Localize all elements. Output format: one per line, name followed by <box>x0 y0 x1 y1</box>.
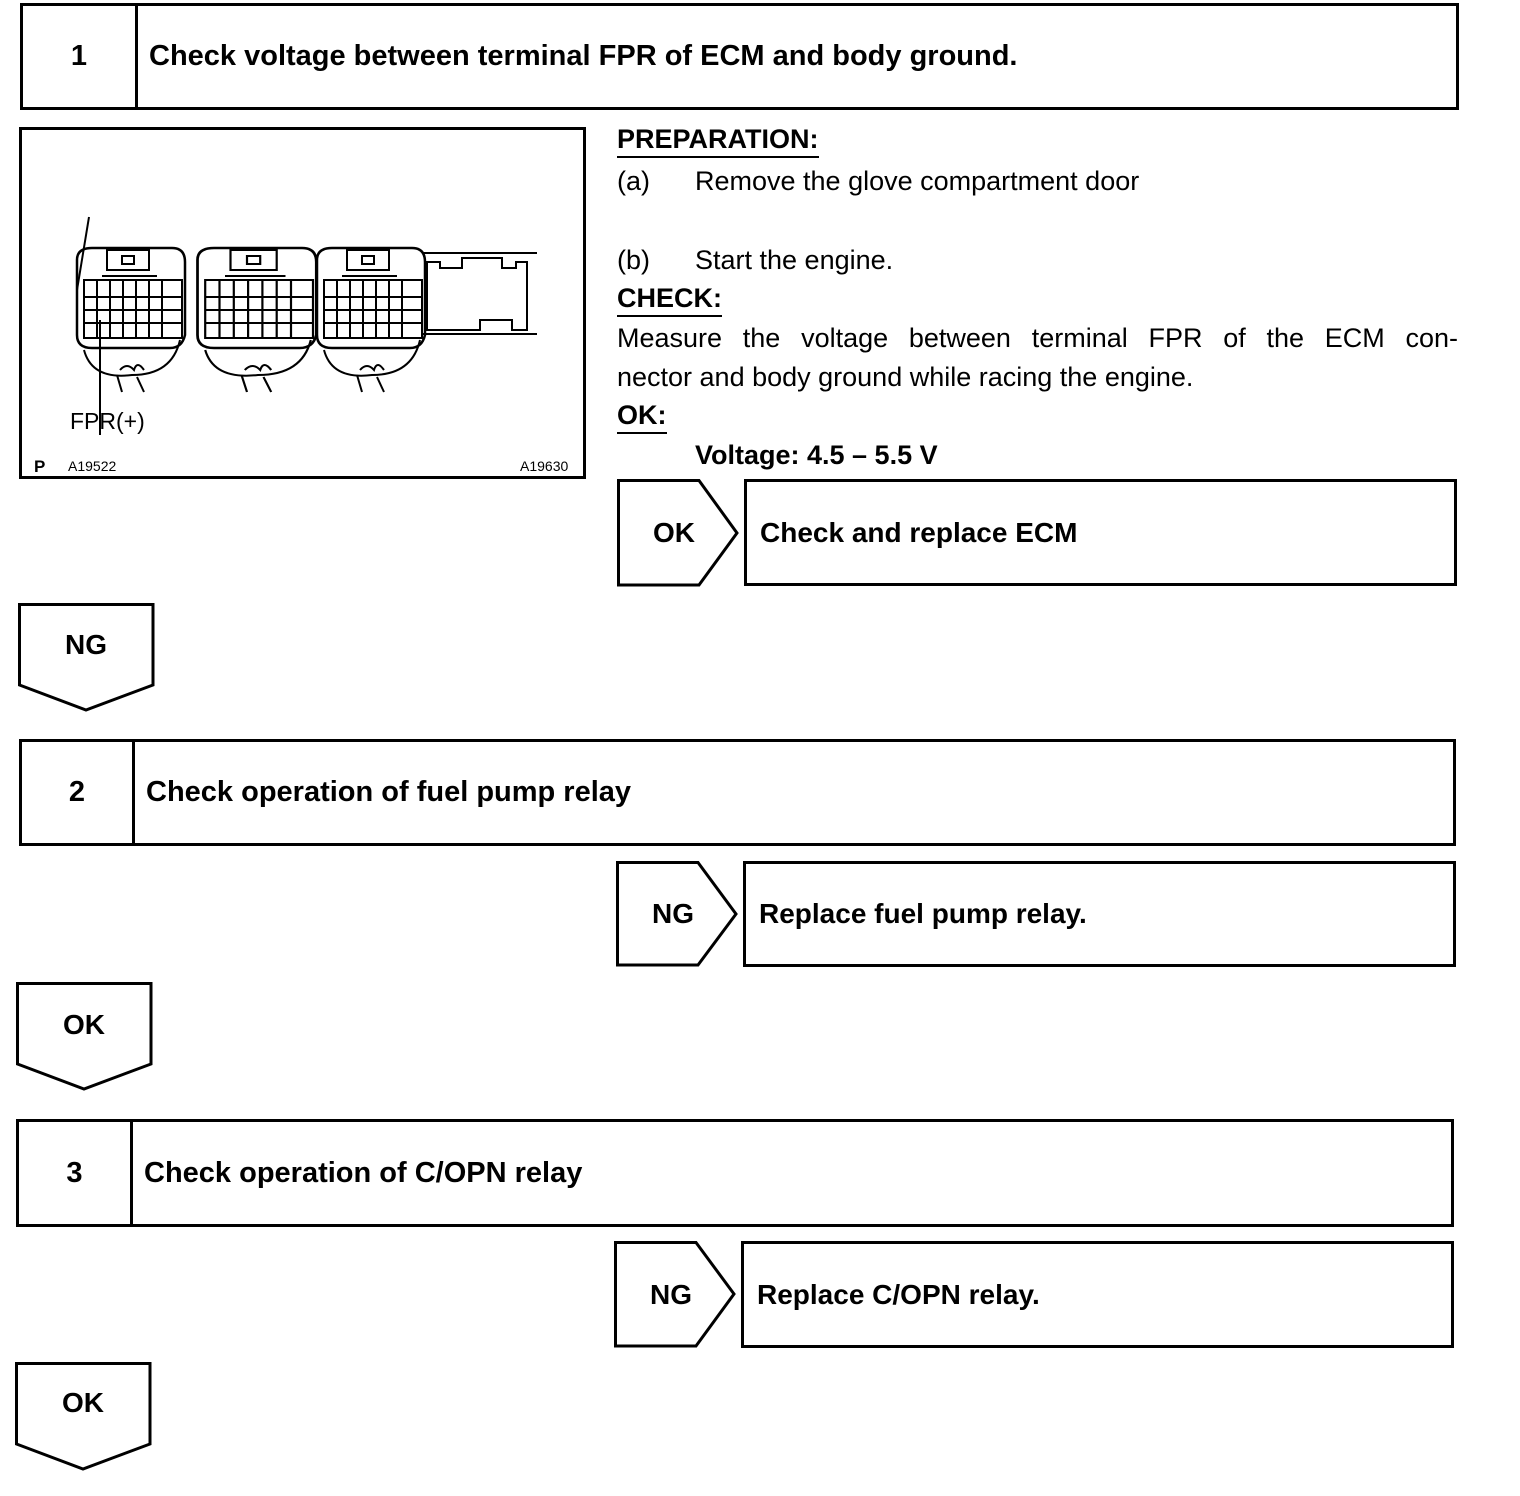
flow-ng-label: NG <box>65 629 107 660</box>
ecm-connector-drawing <box>75 216 537 435</box>
check-line-2: nector and body ground while racing the … <box>617 362 1194 392</box>
ng-arrow-shape <box>616 861 738 967</box>
figure-code-right: A19630 <box>520 458 569 474</box>
ng-down-arrow-shape <box>18 603 155 712</box>
ng-arrow-shape <box>614 1241 736 1348</box>
prep-b-label: (b) <box>617 245 650 275</box>
flow-ok-label: OK <box>62 1387 104 1418</box>
branch-ng-label: NG <box>652 898 694 929</box>
step-2-header: 2 Check operation of fuel pump relay <box>19 739 1456 846</box>
step-number: 2 <box>22 742 135 843</box>
step-number: 3 <box>19 1122 133 1224</box>
branch-ok-label: OK <box>653 516 695 548</box>
step-title: Check voltage between terminal FPR of EC… <box>149 40 1018 72</box>
step-3-header: 3 Check operation of C/OPN relay <box>16 1119 1454 1227</box>
step-1-header: 1 Check voltage between terminal FPR of … <box>20 3 1459 110</box>
prep-a-label: (a) <box>617 166 650 196</box>
result-replace-copn-relay: Replace C/OPN relay. <box>741 1241 1454 1348</box>
prep-b-text: Start the engine. <box>695 245 894 275</box>
terminal-label: FPR(+) <box>70 408 145 434</box>
check-line-1: Measure the voltage between terminal FPR… <box>617 323 1458 353</box>
flow-ok-label: OK <box>63 1009 105 1040</box>
step-title: Check operation of fuel pump relay <box>146 776 632 808</box>
result-check-replace-ecm: Check and replace ECM <box>744 479 1457 586</box>
step-number: 1 <box>23 6 138 107</box>
connector-figure: FPR(+) P A19522 A19630 <box>19 127 586 479</box>
ok-down-arrow-shape <box>16 982 153 1091</box>
branch-ng-label: NG <box>650 1278 692 1310</box>
step-title: Check operation of C/OPN relay <box>144 1156 583 1189</box>
result-replace-fuel-pump-relay: Replace fuel pump relay. <box>743 861 1456 967</box>
prep-a-text: Remove the glove compartment door <box>695 166 1140 196</box>
ok-down-arrow-shape <box>15 1362 152 1471</box>
preparation-heading: PREPARATION: <box>617 126 819 158</box>
figure-prefix: P <box>34 457 46 476</box>
ok-spec: Voltage: 4.5 – 5.5 V <box>695 440 938 470</box>
ok-arrow-shape <box>617 479 739 587</box>
figure-code-left: A19522 <box>68 458 117 474</box>
ok-heading: OK: <box>617 402 667 434</box>
check-heading: CHECK: <box>617 285 722 317</box>
